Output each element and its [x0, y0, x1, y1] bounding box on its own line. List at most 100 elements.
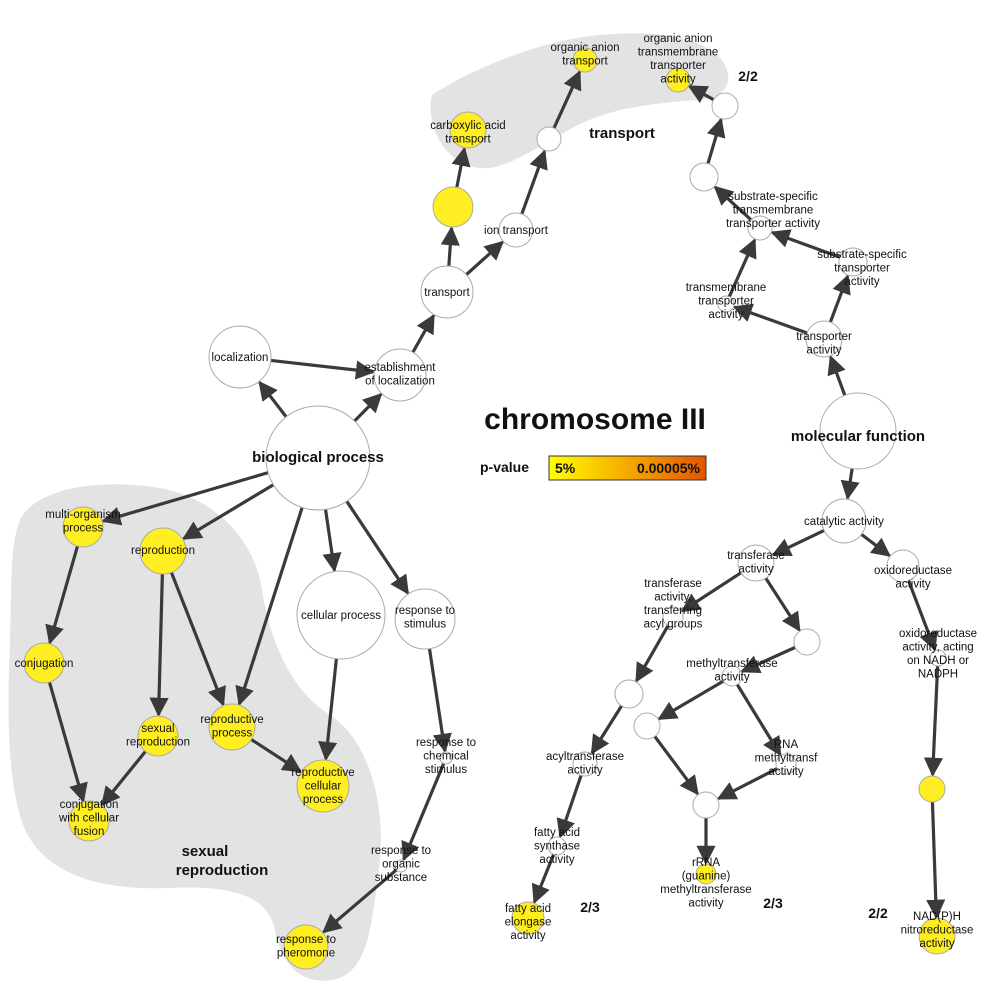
node-conj[interactable]: conjugation [15, 642, 74, 684]
node-label-tract-line2: activity [806, 345, 841, 357]
node-label-oxnad-line4: NADPH [918, 669, 958, 681]
edge-estloc-to-transport [411, 313, 436, 354]
edge-transport-to-iontr [465, 240, 505, 276]
group-label-transport: transport [589, 125, 655, 142]
edge-bp-to-cellp [322, 509, 342, 573]
node-circle-methyl [721, 665, 743, 687]
node-anonY1[interactable] [432, 186, 474, 228]
node-label-reprocell-line3: process [303, 794, 344, 806]
node-anon4[interactable] [793, 628, 821, 656]
edge-anon6-to-anon7 [653, 735, 699, 796]
node-anon7[interactable] [692, 791, 720, 819]
node-circle-oatmtract [665, 67, 691, 93]
node-label-respst-line1: response to [395, 605, 455, 617]
edge-sstract-to-sstmtract [770, 229, 841, 259]
node-catact[interactable]: catalytic activity [804, 498, 884, 544]
edge-bp-to-multi [101, 471, 269, 526]
node-repro[interactable]: reproduction [131, 527, 195, 575]
node-circle-acyltr [572, 751, 598, 777]
ratio-label-rrna: 2/3 [763, 895, 783, 911]
node-label-loc: localization [212, 352, 269, 364]
node-label-oatmtract-line4: activity [660, 74, 695, 86]
node-circle-reprocell [296, 759, 350, 813]
edge-tract-to-sstract [828, 274, 851, 323]
node-label-multi-line1: multi-organism [45, 509, 120, 521]
node-label-catact: catalytic activity [804, 516, 884, 528]
node-anon3[interactable] [711, 92, 739, 120]
edge-anon5-to-acyltr [590, 705, 623, 755]
node-label-rrna-line4: activity [688, 898, 723, 910]
edge-acyltr-to-fas [556, 774, 583, 839]
node-circle-respst [394, 588, 456, 650]
node-label-respchem-line3: stimulus [425, 764, 467, 776]
node-cellp[interactable]: cellular process [296, 570, 386, 660]
node-circle-anon5 [614, 679, 644, 709]
node-anon6[interactable] [633, 712, 661, 740]
node-bp[interactable]: biological process [252, 405, 384, 511]
node-label-respst-line2: stimulus [404, 619, 446, 631]
node-mf[interactable]: molecular function [791, 392, 925, 470]
edge-methyl-to-anon6 [657, 679, 725, 721]
node-circle-cellp [296, 570, 386, 660]
node-label-oxred-line1: oxidoreductase [874, 565, 952, 577]
edge-bp-to-estloc [353, 392, 383, 423]
node-circle-respher [283, 924, 329, 970]
node-label-cellp: cellular process [301, 610, 381, 622]
node-label-sstmtract-line1: substrate-specific [728, 191, 818, 203]
node-circle-sexrep [137, 715, 179, 757]
node-label-reprocell-line1: reproductive [291, 767, 354, 779]
node-label-conjfus-line3: fusion [74, 826, 105, 838]
node-loc[interactable]: localization [208, 325, 272, 389]
node-label-tmtract-line3: activity [708, 309, 743, 321]
node-label-sstract-line3: activity [844, 276, 879, 288]
node-anon1[interactable] [536, 126, 562, 152]
node-transport[interactable]: transport [420, 265, 474, 319]
edge-multi-to-conj [45, 545, 80, 645]
edge-transfer-to-anon4 [764, 577, 801, 632]
node-circle-conj [23, 642, 65, 684]
node-anon5[interactable] [614, 679, 644, 709]
node-respst[interactable]: response to stimulus [394, 588, 456, 650]
node-anonY2[interactable] [918, 775, 946, 803]
edge-transfer-to-transacyl [680, 571, 742, 613]
node-label-resporg-line1: response to [371, 845, 431, 857]
node-label-respst: response to stimulus [395, 605, 455, 631]
node-anon2[interactable] [689, 162, 719, 192]
node-iontr[interactable]: ion transport [484, 212, 549, 248]
